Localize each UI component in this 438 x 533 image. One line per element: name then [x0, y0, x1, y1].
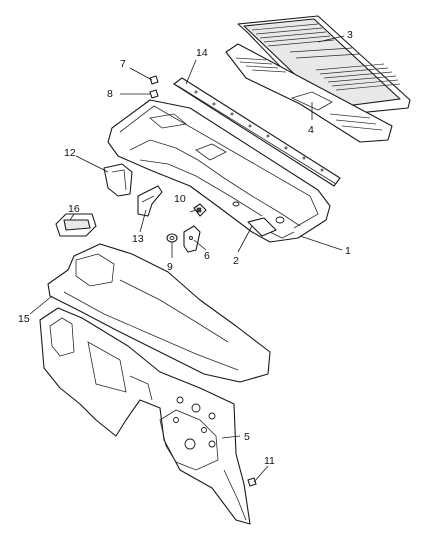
seal-strip-part-14	[173, 77, 341, 187]
clip-part-10	[193, 203, 207, 217]
cowl-panel-part-4	[225, 43, 393, 143]
callout-10: 10	[174, 193, 186, 205]
callout-labels: 1 2 3 4 5 6 7 8 9 10 11 12 13 14 15 16	[18, 29, 353, 467]
insulator-part-15	[47, 243, 271, 383]
callout-15: 15	[18, 313, 30, 325]
fastener-part-8	[149, 89, 159, 99]
reinforcement-part-2	[247, 217, 277, 237]
callout-9: 9	[167, 261, 173, 273]
callout-14: 14	[196, 47, 208, 59]
grommet-part-9	[166, 233, 178, 243]
callout-7: 7	[120, 58, 126, 70]
cowl-panel-part-1	[107, 99, 331, 243]
callout-16: 16	[68, 203, 80, 215]
callout-12: 12	[64, 147, 76, 159]
dash-panel-part-5	[39, 307, 251, 525]
callout-13: 13	[132, 233, 144, 245]
callout-3: 3	[347, 29, 353, 41]
bracket-part-13	[137, 185, 163, 217]
cowl-grille-part-3	[237, 15, 411, 117]
callout-4: 4	[308, 124, 314, 136]
leader-lines	[29, 35, 345, 483]
callout-8: 8	[107, 88, 113, 100]
callout-6: 6	[204, 250, 210, 262]
bracket-part-6	[183, 225, 201, 253]
fastener-part-7	[149, 75, 159, 85]
fastener-part-11	[247, 477, 257, 487]
pad-part-16	[55, 213, 97, 237]
bracket-part-12	[103, 163, 133, 197]
callout-2: 2	[233, 255, 239, 267]
callout-5: 5	[244, 431, 250, 443]
callout-11: 11	[264, 455, 275, 467]
callout-1: 1	[345, 245, 351, 257]
